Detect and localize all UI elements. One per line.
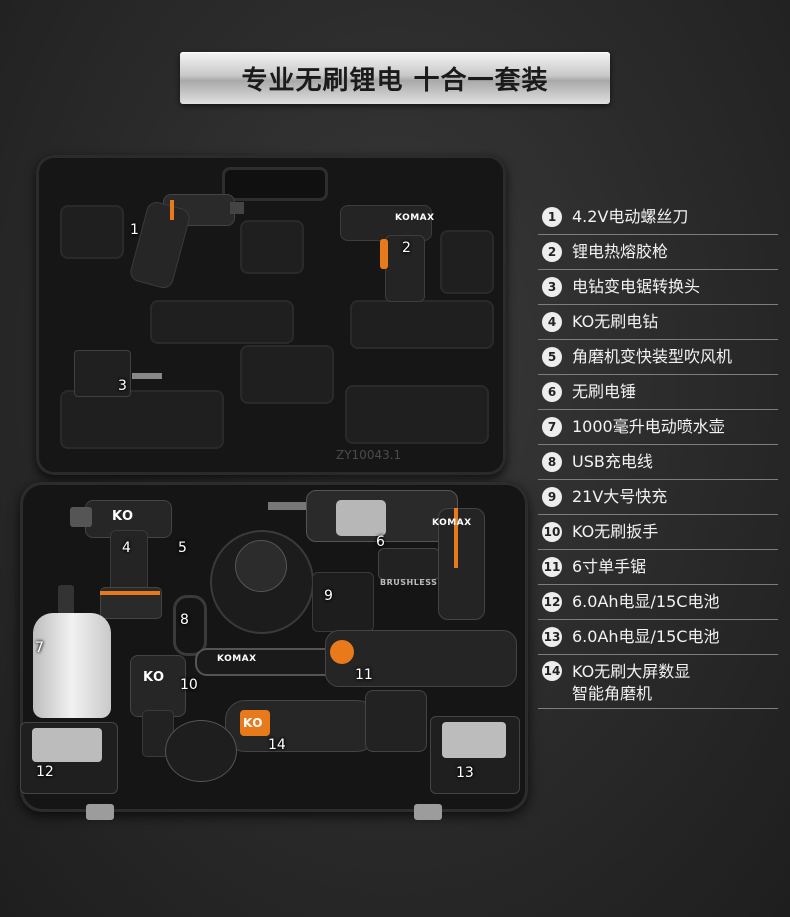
- tool-number: 11: [355, 667, 373, 683]
- title-banner: 专业无刷锂电 十合一套装: [180, 52, 610, 104]
- tool-usb-cable: [168, 590, 208, 656]
- tool-angle-grinder: KO: [165, 690, 435, 790]
- item-label: 6.0Ah电显/15C电池: [572, 627, 720, 646]
- case-latch: [414, 804, 442, 820]
- tool-number: 3: [118, 378, 127, 394]
- list-item: 6 无刷电锤: [538, 375, 778, 410]
- item-label: KO无刷大屏数显: [572, 662, 691, 681]
- item-label: 角磨机变快装型吹风机: [572, 347, 733, 366]
- lid-slot: [60, 205, 124, 259]
- tool-hammer-drill: KOMAX BRUSHLESS: [268, 488, 498, 648]
- brand-ko: KO: [143, 670, 165, 685]
- tool-number: 13: [456, 765, 474, 781]
- lid-slot: [440, 230, 494, 294]
- item-number-badge: 10: [542, 522, 562, 542]
- watermark: ZY10043.1: [336, 448, 402, 462]
- brand-logo: KOMAX: [432, 518, 472, 528]
- item-label: 4.2V电动螺丝刀: [572, 207, 689, 226]
- brand-logo: KOMAX: [395, 213, 435, 223]
- item-number-badge: 14: [542, 661, 562, 681]
- list-item: 12 6.0Ah电显/15C电池: [538, 585, 778, 620]
- item-number-badge: 1: [542, 207, 562, 227]
- tool-number: 9: [324, 588, 333, 604]
- list-item: 2 锂电热熔胶枪: [538, 235, 778, 270]
- item-label-line2: 智能角磨机: [572, 684, 653, 703]
- tool-number: 1: [130, 222, 139, 238]
- item-number-badge: 4: [542, 312, 562, 332]
- lid-slot: [350, 300, 494, 349]
- list-item: 14 KO无刷大屏数显 智能角磨机: [538, 655, 778, 709]
- item-label: 21V大号快充: [572, 487, 668, 506]
- tool-number: 7: [35, 640, 44, 656]
- lid-slot: [240, 345, 334, 404]
- list-item: 4 KO无刷电钻: [538, 305, 778, 340]
- brand-logo: KOMAX: [217, 654, 257, 664]
- tool-sprayer: [28, 585, 118, 720]
- tool-drill: KO: [70, 495, 180, 625]
- tool-number: 8: [180, 612, 189, 628]
- tool-converter-head: [72, 345, 172, 405]
- item-number-badge: 3: [542, 277, 562, 297]
- tool-number: 5: [178, 540, 187, 556]
- item-number-badge: 7: [542, 417, 562, 437]
- list-item: 11 6寸单手锯: [538, 550, 778, 585]
- tool-battery-13: [430, 716, 520, 796]
- tool-number: 2: [402, 240, 411, 256]
- list-item: 8 USB充电线: [538, 445, 778, 480]
- lid-slot: [240, 220, 304, 274]
- list-item: 10 KO无刷扳手: [538, 515, 778, 550]
- item-label: KO无刷扳手: [572, 522, 659, 541]
- item-number-badge: 2: [542, 242, 562, 262]
- tool-list: 1 4.2V电动螺丝刀 2 锂电热熔胶枪 3 电钻变电锯转换头 4 KO无刷电钻…: [538, 200, 778, 709]
- item-number-badge: 11: [542, 557, 562, 577]
- tool-blower: [200, 520, 320, 634]
- item-label: 1000毫升电动喷水壶: [572, 417, 725, 436]
- item-number-badge: 5: [542, 347, 562, 367]
- tool-glue-gun: KOMAX: [340, 195, 440, 305]
- item-label: 6寸单手锯: [572, 557, 647, 576]
- list-item: 1 4.2V电动螺丝刀: [538, 200, 778, 235]
- tool-impact-wrench: KO: [128, 650, 188, 760]
- lid-slot: [60, 390, 224, 449]
- tool-number: 10: [180, 677, 198, 693]
- brand-ko: KO: [112, 509, 134, 524]
- lid-slot: [150, 300, 294, 344]
- tool-number: 12: [36, 764, 54, 780]
- item-number-badge: 12: [542, 592, 562, 612]
- tool-number: 4: [122, 540, 131, 556]
- list-item: 9 21V大号快充: [538, 480, 778, 515]
- item-label: 锂电热熔胶枪: [572, 242, 669, 261]
- tool-battery-12: [20, 722, 120, 796]
- brand-brushless: BRUSHLESS: [380, 578, 438, 587]
- lid-slot: [345, 385, 489, 444]
- item-label: 电钻变电锯转换头: [572, 277, 701, 296]
- item-number-badge: 13: [542, 627, 562, 647]
- item-number-badge: 6: [542, 382, 562, 402]
- banner-title: 专业无刷锂电 十合一套装: [241, 65, 549, 96]
- tool-chainsaw: KOMAX: [195, 620, 517, 700]
- item-number-badge: 8: [542, 452, 562, 472]
- brand-ko: KO: [243, 716, 263, 730]
- list-item: 7 1000毫升电动喷水壶: [538, 410, 778, 445]
- item-number-badge: 9: [542, 487, 562, 507]
- case-latch: [86, 804, 114, 820]
- tool-number: 6: [376, 534, 385, 550]
- item-label: KO无刷电钻: [572, 312, 659, 331]
- case-handle: [222, 167, 328, 201]
- item-label: USB充电线: [572, 452, 653, 471]
- tool-screwdriver: [118, 194, 244, 291]
- list-item: 5 角磨机变快装型吹风机: [538, 340, 778, 375]
- item-label: 6.0Ah电显/15C电池: [572, 592, 720, 611]
- list-item: 13 6.0Ah电显/15C电池: [538, 620, 778, 655]
- tool-charger: [312, 572, 374, 632]
- item-label: 无刷电锤: [572, 382, 637, 401]
- list-item: 3 电钻变电锯转换头: [538, 270, 778, 305]
- tool-number: 14: [268, 737, 286, 753]
